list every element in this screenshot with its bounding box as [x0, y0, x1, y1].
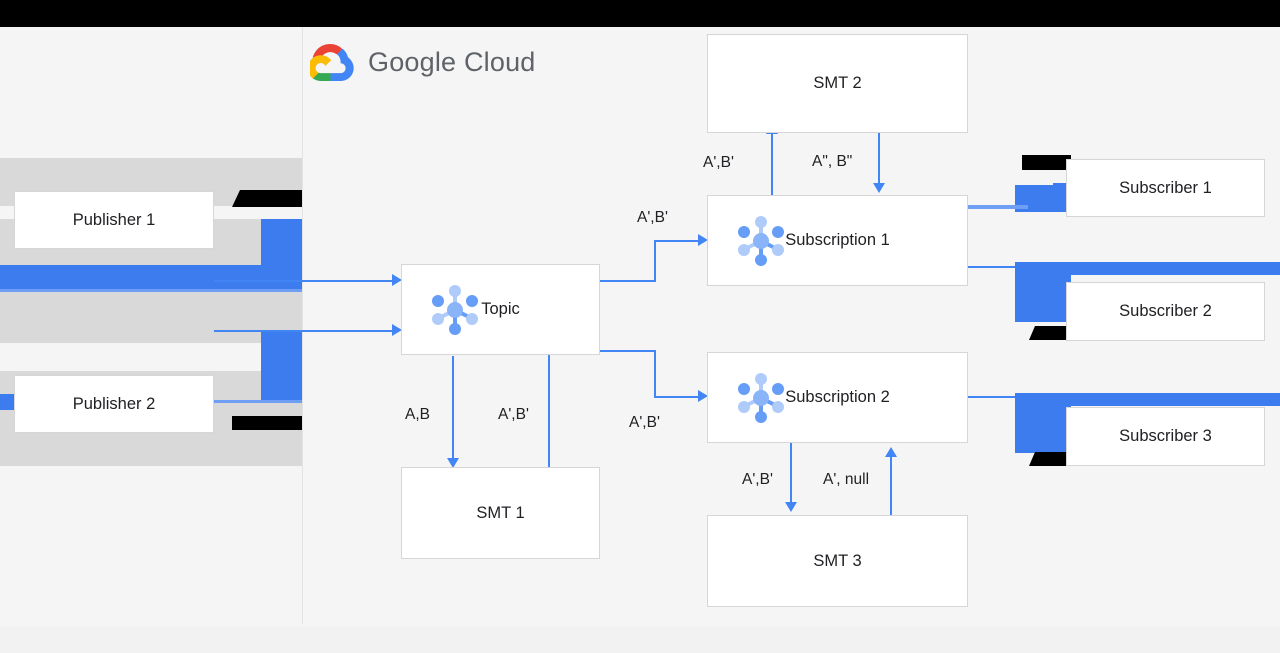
connector-publisher1-to-topic — [214, 280, 398, 282]
render-artifact-blue-bar-4 — [1015, 393, 1280, 406]
arrowhead-topic-to-smt1 — [447, 458, 459, 468]
connector-topic-to-sub2-h2 — [654, 396, 704, 398]
render-artifact-black-parallelogram-1 — [232, 190, 302, 207]
connector-smt2-to-sub1 — [878, 129, 880, 186]
pubsub-icon — [424, 279, 486, 341]
connector-topic-to-sub1-v — [654, 240, 656, 282]
node-smt-2-label: SMT 2 — [813, 74, 862, 92]
google-cloud-logo: Google Cloud — [310, 41, 570, 83]
node-publisher-1-label: Publisher 1 — [72, 210, 156, 229]
node-subscription-1-label: Subscription 1 — [785, 231, 890, 249]
node-topic-label: Topic — [481, 300, 520, 318]
render-artifact-black-parallelogram-2 — [1029, 326, 1075, 340]
edge-label-topic-to-smt1: A,B — [405, 406, 430, 423]
render-artifact-blue-block-5 — [1015, 393, 1071, 453]
pubsub-icon — [730, 367, 792, 429]
render-artifact-blue-bar-3 — [1015, 262, 1280, 275]
render-artifact-blue-hairline-3 — [968, 205, 1028, 209]
render-artifact-blue-block-4 — [1015, 262, 1071, 322]
edge-label-smt3-to-sub2: A', null — [823, 471, 870, 488]
arrowhead-publisher1-to-topic — [392, 274, 402, 286]
node-smt-1-label: SMT 1 — [476, 503, 525, 522]
node-smt-3-label: SMT 3 — [813, 551, 862, 570]
connector-topic-to-sub2-v — [654, 350, 656, 396]
connector-topic-to-sub1-h1 — [600, 280, 656, 282]
node-publisher-1[interactable]: Publisher 1 — [14, 191, 214, 249]
pubsub-icon — [730, 210, 792, 272]
connector-smt1-to-topic — [548, 330, 550, 468]
node-subscriber-1-label: Subscriber 1 — [1119, 178, 1212, 197]
arrowhead-topic-to-sub1 — [698, 234, 708, 246]
node-subscription-2[interactable]: Subscription 2 — [707, 352, 968, 443]
node-topic[interactable]: Topic — [401, 264, 600, 355]
node-publisher-2[interactable]: Publisher 2 — [14, 375, 214, 433]
render-artifact-blue-block-2 — [261, 330, 302, 402]
node-subscriber-3-label: Subscriber 3 — [1119, 427, 1212, 445]
arrowhead-sub2-to-smt3 — [785, 502, 797, 512]
render-artifact-black-bar-1 — [232, 416, 302, 430]
connector-sub1-to-smt2 — [771, 129, 773, 197]
top-black-bar — [0, 0, 1280, 27]
node-subscriber-1[interactable]: Subscriber 1 — [1066, 159, 1265, 217]
page-footer-strip — [0, 626, 1280, 653]
node-subscriber-3[interactable]: Subscriber 3 — [1066, 407, 1265, 466]
node-smt-1[interactable]: SMT 1 — [401, 467, 600, 559]
render-artifact-blue-hairline-2 — [214, 400, 302, 403]
arrowhead-publisher2-to-topic — [392, 324, 402, 336]
node-subscriber-2[interactable]: Subscriber 2 — [1066, 282, 1265, 341]
edge-label-topic-to-sub1: A',B' — [637, 209, 668, 226]
node-subscriber-2-label: Subscriber 2 — [1119, 302, 1212, 320]
render-artifact-black-bar-2 — [1022, 155, 1071, 170]
connector-topic-to-smt1 — [452, 356, 454, 461]
node-publisher-2-label: Publisher 2 — [72, 394, 156, 413]
arrowhead-smt3-to-sub2 — [885, 447, 897, 457]
google-cloud-logo-icon — [310, 43, 356, 81]
edge-label-sub1-to-smt2: A',B' — [703, 154, 734, 171]
node-subscription-1[interactable]: Subscription 1 — [707, 195, 968, 286]
arrowhead-topic-to-sub2 — [698, 390, 708, 402]
connector-sub2-to-smt3 — [790, 443, 792, 505]
node-subscription-2-label: Subscription 2 — [785, 388, 890, 406]
node-smt-2[interactable]: SMT 2 — [707, 34, 968, 133]
google-cloud-logo-text: Google Cloud — [368, 46, 536, 77]
edge-label-smt1-to-topic: A',B' — [498, 406, 529, 423]
connector-topic-to-sub1-h2 — [654, 240, 704, 242]
render-artifact-blue-bar-1 — [0, 265, 302, 290]
edge-label-topic-to-sub2: A',B' — [629, 414, 660, 431]
connector-topic-to-sub2-h1 — [600, 350, 656, 352]
render-artifact-blue-hairline-1 — [0, 289, 302, 292]
render-artifact-black-parallelogram-3 — [1029, 452, 1075, 466]
edge-label-sub2-to-smt3: A',B' — [742, 471, 773, 488]
connector-publisher2-to-topic — [214, 330, 398, 332]
edge-label-smt2-to-sub1: A", B" — [812, 153, 853, 170]
render-artifact-gray-band-3 — [0, 283, 302, 343]
connector-smt3-to-sub2 — [890, 452, 892, 515]
node-smt-3[interactable]: SMT 3 — [707, 515, 968, 607]
arrowhead-smt2-to-sub1 — [873, 183, 885, 193]
